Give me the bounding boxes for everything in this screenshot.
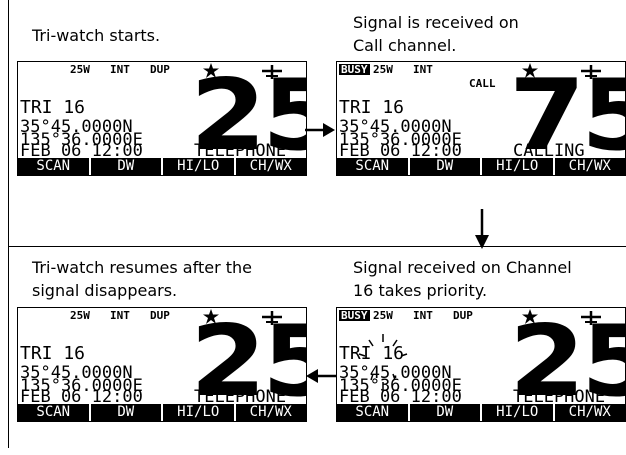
- tri-watch-label: TRI 16: [339, 343, 405, 364]
- star-icon: [203, 63, 219, 82]
- int-indicator: INT: [413, 63, 433, 76]
- caption-signal-received-1: Signal is received on: [353, 13, 519, 32]
- tri-watch-label: TRI 16: [20, 343, 86, 364]
- softkey-scan[interactable]: SCAN: [36, 404, 71, 420]
- right-arrow: [305, 123, 335, 137]
- antenna-icon: [261, 310, 283, 329]
- dup-indicator: DUP: [150, 63, 170, 76]
- antenna-icon: [261, 64, 283, 83]
- channel-mode-label: TELEPHONE: [194, 387, 287, 407]
- longitude: 135°36.0000E: [20, 130, 143, 150]
- channel-mode-label: TELEPHONE: [513, 387, 606, 407]
- channel-mode-label: CALLING: [513, 141, 585, 161]
- int-indicator: INT: [413, 309, 433, 322]
- channel-number: 25: [509, 307, 625, 419]
- antenna-icon: [580, 64, 602, 83]
- softkey-dw[interactable]: DW: [407, 158, 481, 175]
- softkey-scan[interactable]: SCAN: [36, 158, 71, 174]
- softkey-ch-wx[interactable]: CH/WX: [552, 404, 626, 421]
- down-arrow: [475, 209, 489, 249]
- caption-priority-1: Signal received on Channel: [353, 258, 572, 277]
- channel-mode-label: TELEPHONE: [194, 141, 287, 161]
- dup-indicator: DUP: [453, 309, 473, 322]
- latitude: 35°45.0000N: [20, 363, 133, 383]
- softkey-dw[interactable]: DW: [88, 404, 162, 421]
- int-indicator: INT: [110, 309, 130, 322]
- latitude: 35°45.0000N: [339, 363, 452, 383]
- left-arrow: [306, 369, 336, 383]
- power-indicator: 25W: [373, 63, 393, 76]
- busy-indicator: BUSY: [339, 63, 370, 76]
- power-indicator: 25W: [70, 309, 90, 322]
- date-time: FEB 06 12:00: [20, 141, 143, 161]
- call-indicator: CALL: [469, 77, 496, 90]
- antenna-icon: [580, 310, 602, 329]
- caption-tri-watch-starts: Tri-watch starts.: [32, 26, 161, 45]
- date-time: FEB 06 12:00: [20, 387, 143, 407]
- longitude: 135°36.0000E: [339, 130, 462, 150]
- softkey-scan[interactable]: SCAN: [355, 404, 390, 420]
- power-indicator: 25W: [373, 309, 393, 322]
- caption-signal-received-2: Call channel.: [353, 36, 457, 55]
- softkey-hi-lo[interactable]: HI/LO: [480, 404, 553, 421]
- channel-number: 25: [190, 61, 306, 173]
- caption-resumes-2: signal disappears.: [32, 281, 178, 300]
- channel-number: 75: [509, 61, 625, 173]
- star-icon: [522, 309, 538, 328]
- softkey-ch-wx[interactable]: CH/WX: [233, 404, 307, 421]
- busy-indicator: BUSY: [339, 309, 370, 322]
- softkey-scan[interactable]: SCAN: [355, 158, 390, 174]
- caption-priority-2: 16 takes priority.: [353, 281, 488, 300]
- channel-number: 25: [190, 307, 306, 419]
- softkey-dw[interactable]: DW: [407, 404, 481, 421]
- softkey-hi-lo[interactable]: HI/LO: [480, 158, 553, 175]
- softkey-hi-lo[interactable]: HI/LO: [161, 158, 234, 175]
- softkey-ch-wx[interactable]: CH/WX: [552, 158, 626, 175]
- power-indicator: 25W: [70, 63, 90, 76]
- int-indicator: INT: [110, 63, 130, 76]
- caption-resumes-1: Tri-watch resumes after the: [32, 258, 252, 277]
- star-icon: [522, 63, 538, 82]
- latitude: 35°45.0000N: [20, 117, 133, 137]
- tri-watch-label: TRI 16: [339, 97, 405, 118]
- latitude: 35°45.0000N: [339, 117, 452, 137]
- tri-watch-label: TRI 16: [20, 97, 86, 118]
- blink-rays: [357, 332, 409, 396]
- date-time: FEB 06 12:00: [339, 141, 462, 161]
- softkey-ch-wx[interactable]: CH/WX: [233, 158, 307, 175]
- date-time: FEB 06 12:00: [339, 387, 462, 407]
- dup-indicator: DUP: [150, 309, 170, 322]
- softkey-dw[interactable]: DW: [88, 158, 162, 175]
- star-icon: [203, 309, 219, 328]
- longitude: 135°36.0000E: [339, 376, 462, 396]
- longitude: 135°36.0000E: [20, 376, 143, 396]
- softkey-hi-lo[interactable]: HI/LO: [161, 404, 234, 421]
